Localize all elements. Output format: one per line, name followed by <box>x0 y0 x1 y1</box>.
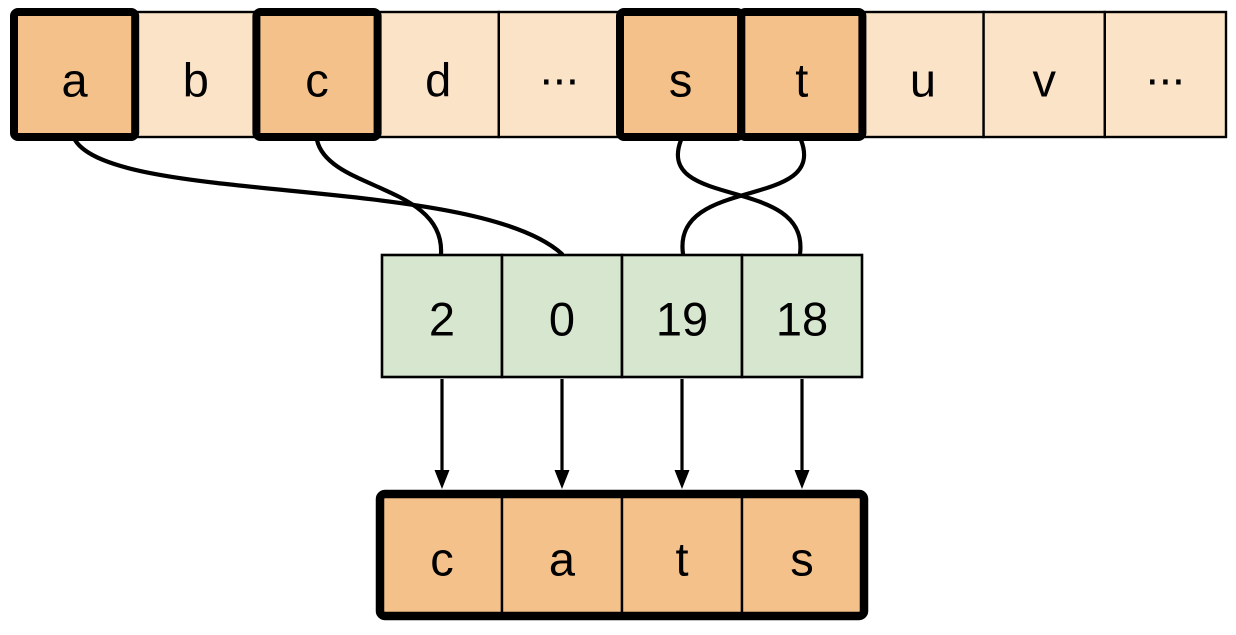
alphabet-cell-b: b <box>133 10 258 139</box>
alphabet-cell-label: a <box>62 54 89 107</box>
output-row-border <box>375 489 869 621</box>
highlight-border-t <box>737 8 867 141</box>
connector-a-to-0 <box>72 137 565 257</box>
alphabet-cell-label: u <box>910 54 936 107</box>
output-cell-label: s <box>790 533 814 586</box>
index-cell-label: 0 <box>549 293 575 346</box>
alphabet-cell-u: u <box>861 10 985 139</box>
index-cell-label: 2 <box>429 293 455 346</box>
highlight-border-c <box>252 8 382 141</box>
alphabet-cell-ellipsis-1: ... <box>497 10 622 139</box>
alphabet-cell-label: s <box>669 54 693 107</box>
alphabet-cell-ellipsis-2: ... <box>1103 10 1228 139</box>
alphabet-cell-d: d <box>376 10 501 139</box>
arrow-1 <box>554 379 570 489</box>
index-cell-label: 19 <box>656 293 708 346</box>
output-cell-a: a <box>500 494 624 616</box>
index-cell-2: 2 <box>380 253 504 379</box>
output-cell-label: c <box>430 533 454 586</box>
alphabet-cell-c: c <box>255 10 379 139</box>
highlight-border-a <box>10 8 140 141</box>
arrow-0 <box>434 379 450 489</box>
output-cell-t: t <box>620 494 744 616</box>
output-cell-label: t <box>675 533 688 586</box>
output-cell-c: c <box>380 494 504 616</box>
alphabet-cell-a: a <box>12 10 137 139</box>
alphabet-cell-label: v <box>1032 54 1056 107</box>
alphabet-row: a b c d ... s t u <box>10 8 1228 141</box>
index-cell-18: 18 <box>740 253 864 379</box>
index-to-output-arrows <box>434 379 810 489</box>
alphabet-cell-label: ... <box>1146 42 1185 95</box>
alphabet-cell-label: ... <box>540 42 579 95</box>
connector-c-to-2 <box>314 137 444 257</box>
arrow-2 <box>674 379 690 489</box>
alphabet-cell-label: c <box>305 54 329 107</box>
alphabet-cell-t: t <box>740 10 864 139</box>
index-row: 2 0 19 18 <box>380 253 864 379</box>
index-cell-label: 18 <box>776 293 828 346</box>
output-cell-label: a <box>549 533 576 586</box>
connector-t-to-19 <box>680 137 806 257</box>
output-row: c a t s <box>375 489 869 621</box>
alphabet-cell-v: v <box>982 10 1106 139</box>
connector-s-to-18 <box>676 137 803 257</box>
alphabet-cell-label: t <box>795 54 808 107</box>
alphabet-cell-label: b <box>183 54 209 107</box>
index-cell-0: 0 <box>500 253 624 379</box>
arrow-3 <box>794 379 810 489</box>
alphabet-cell-label: d <box>425 54 451 107</box>
alphabet-cell-s: s <box>618 10 743 139</box>
output-cell-s: s <box>740 494 864 616</box>
connector-curves <box>72 137 806 257</box>
index-cell-19: 19 <box>620 253 744 379</box>
